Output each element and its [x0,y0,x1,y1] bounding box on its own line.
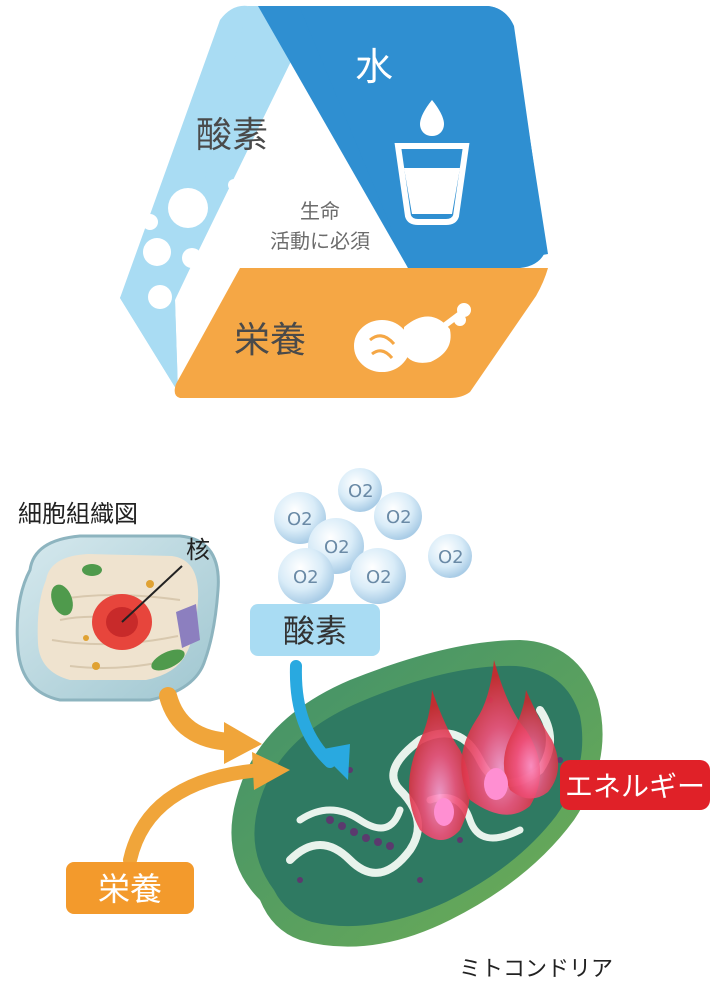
energy-tag-label: エネルギー [565,770,705,803]
nutrition-tag [66,862,194,914]
nucleus-label: 核 [186,536,210,564]
o2-label-2: O2 [287,509,313,530]
triangle-oxygen-label: 酸素 [196,115,268,156]
o2-label-4: O2 [324,537,350,558]
o2-molecules: O2 O2 O2 O2 O2 O2 O2 [274,468,472,604]
mitochondria-label: ミトコンドリア [459,957,613,982]
arrow-nutrition [123,763,267,867]
energy-tag [560,760,710,810]
o2-label-1: O2 [348,481,374,502]
triangle-nutrition-label: 栄養 [234,320,306,361]
triangle-center-line2: 活動に必須 [270,229,370,253]
o2-label-5: O2 [438,547,464,568]
food-icon [354,303,471,372]
life-essentials-triangle: 酸素 水 栄養 生命 活動に必須 [120,5,548,398]
arrow-from-cell [159,687,241,751]
oxygen-tag [250,604,380,656]
o2-label-7: O2 [366,567,392,588]
triangle-water-label: 水 [355,45,393,89]
oxygen-tag-label: 酸素 [283,612,347,650]
energy-flames-icon [409,660,559,840]
water-glass-icon [394,100,470,225]
nutrition-tag-label: 栄養 [98,870,162,908]
triangle-center-line1: 生命 [300,199,340,223]
o2-label-6: O2 [293,567,319,588]
cell-tissue-title: 細胞組織図 [18,500,138,528]
oxygen-bubbles-icon [142,179,240,309]
cell-illustration [15,534,220,702]
o2-label-3: O2 [386,507,412,528]
mitochondria-illustration [231,640,603,947]
